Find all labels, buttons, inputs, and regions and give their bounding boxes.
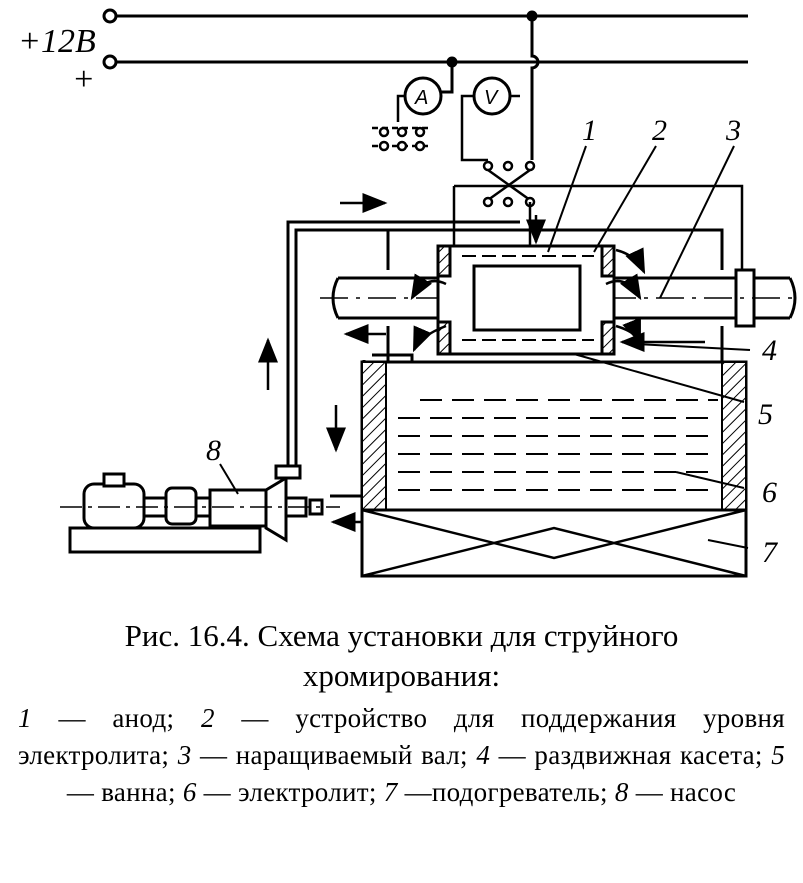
- caption-legend: 1 — анод; 2 — устройство для поддержания…: [18, 700, 785, 811]
- leader-lines: [219, 145, 751, 549]
- rheostat-switch-icon: [372, 126, 432, 152]
- callout-5: 5: [758, 398, 773, 431]
- anode: [472, 264, 582, 332]
- legend-text: — устройство для поддержания уровня элек…: [18, 703, 785, 770]
- reversing-switch-icon: [482, 160, 536, 208]
- callout-2: 2: [652, 114, 667, 147]
- caption-title-line-1: Рис. 16.4. Схема установки для струйного: [124, 618, 679, 653]
- measurement-wiring: [396, 94, 520, 162]
- bath: [360, 360, 748, 512]
- legend-num: 3: [177, 740, 192, 770]
- figure-caption: Рис. 16.4. Схема установки для струйного…: [0, 616, 803, 811]
- callout-4: 4: [762, 334, 777, 367]
- legend-num: 4: [476, 740, 491, 770]
- legend-num: 5: [771, 740, 785, 770]
- jet-arrows: [410, 247, 646, 353]
- callout-3: 3: [725, 114, 741, 147]
- legend-num: 6: [182, 777, 197, 807]
- callout-6: 6: [762, 476, 777, 509]
- voltmeter-icon: V: [472, 76, 512, 116]
- legend-text: — наращиваемый вал;: [191, 740, 477, 770]
- svg-text:A: A: [414, 87, 428, 109]
- callout-8: 8: [206, 434, 221, 467]
- bath-left-wall: [361, 361, 387, 511]
- callout-1: 1: [582, 114, 597, 147]
- svg-text:V: V: [484, 87, 499, 109]
- supply-lines: [102, 8, 748, 160]
- legend-num: 1: [18, 703, 32, 733]
- supply-voltage-label: +12В: [18, 23, 96, 60]
- legend-text: — электролит;: [196, 777, 384, 807]
- legend-num: 2: [200, 703, 215, 733]
- callout-7: 7: [762, 536, 779, 569]
- legend-text: — анод;: [31, 703, 201, 733]
- legend-text: — насос: [628, 777, 737, 807]
- plus-terminal-label: +: [72, 61, 95, 98]
- legend-num: 7: [383, 777, 398, 807]
- legend-text: — раздвижная касета;: [490, 740, 772, 770]
- pump: [60, 464, 340, 554]
- legend-text: — ванна;: [66, 777, 183, 807]
- chrome-plating-schematic: +12В + A V: [18, 8, 800, 578]
- legend-num: 8: [614, 777, 629, 807]
- heater: [360, 508, 748, 578]
- ammeter-icon: A: [403, 76, 443, 116]
- electrolyte-level: [398, 399, 718, 491]
- caption-title-line-2: хромирования:: [302, 658, 501, 693]
- legend-text: —подогреватель;: [397, 777, 615, 807]
